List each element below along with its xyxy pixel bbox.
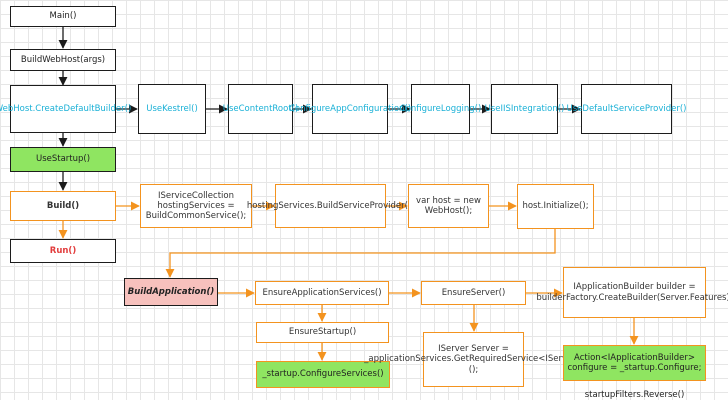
node-configure-app-configuration[interactable]: ConfigureAppConfiguration() [289,84,411,134]
node-use-content-root[interactable]: UseContentRoot() [223,84,298,134]
node-use-default-service-provider[interactable]: UseDefaultServiceProvider() [567,84,687,134]
node-build-application[interactable]: BuildApplication() [124,278,218,306]
node-get-required-service[interactable]: IServer Server = _applicationServices.Ge… [364,332,583,387]
node-run[interactable]: Run() [10,239,116,263]
node-create-builder[interactable]: IApplicationBuilder builder = builderFac… [536,267,728,318]
node-configure[interactable]: Action<IApplicationBuilder> configure = … [563,345,706,381]
node-build-common-service[interactable]: IServiceCollection hostingServices = Bui… [140,184,252,228]
node-use-startup[interactable]: UseStartup() [10,147,116,172]
node-main[interactable]: Main() [10,6,116,27]
node-host-initialize[interactable]: host.Initialize(); [517,184,594,229]
node-build-service-provider[interactable]: hostingServices.BuildServiceProvider(); [247,184,414,228]
node-use-iis-integration[interactable]: UseIISIntegration() [485,84,564,134]
node-build-web-host[interactable]: BuildWebHost(args) [10,49,116,71]
node-configure-logging[interactable]: ConfigureLogging() [400,84,481,134]
arrow-initialize-to-buildapplication [165,229,556,278]
node-startup-filters-reverse: startupFilters.Reverse() [584,390,685,400]
node-configure-services[interactable]: _startup.ConfigureServices() [256,361,390,388]
node-create-default-builder[interactable]: WebHost.CreateDefaultBuilder() [0,85,131,133]
node-ensure-server[interactable]: EnsureServer() [421,281,526,305]
node-build[interactable]: Build() [10,191,116,221]
node-use-kestrel[interactable]: UseKestrel() [138,84,206,134]
node-ensure-startup[interactable]: EnsureStartup() [256,322,389,343]
node-ensure-application-services[interactable]: EnsureApplicationServices() [255,281,389,305]
node-new-web-host[interactable]: var host = new WebHost(); [408,184,489,228]
